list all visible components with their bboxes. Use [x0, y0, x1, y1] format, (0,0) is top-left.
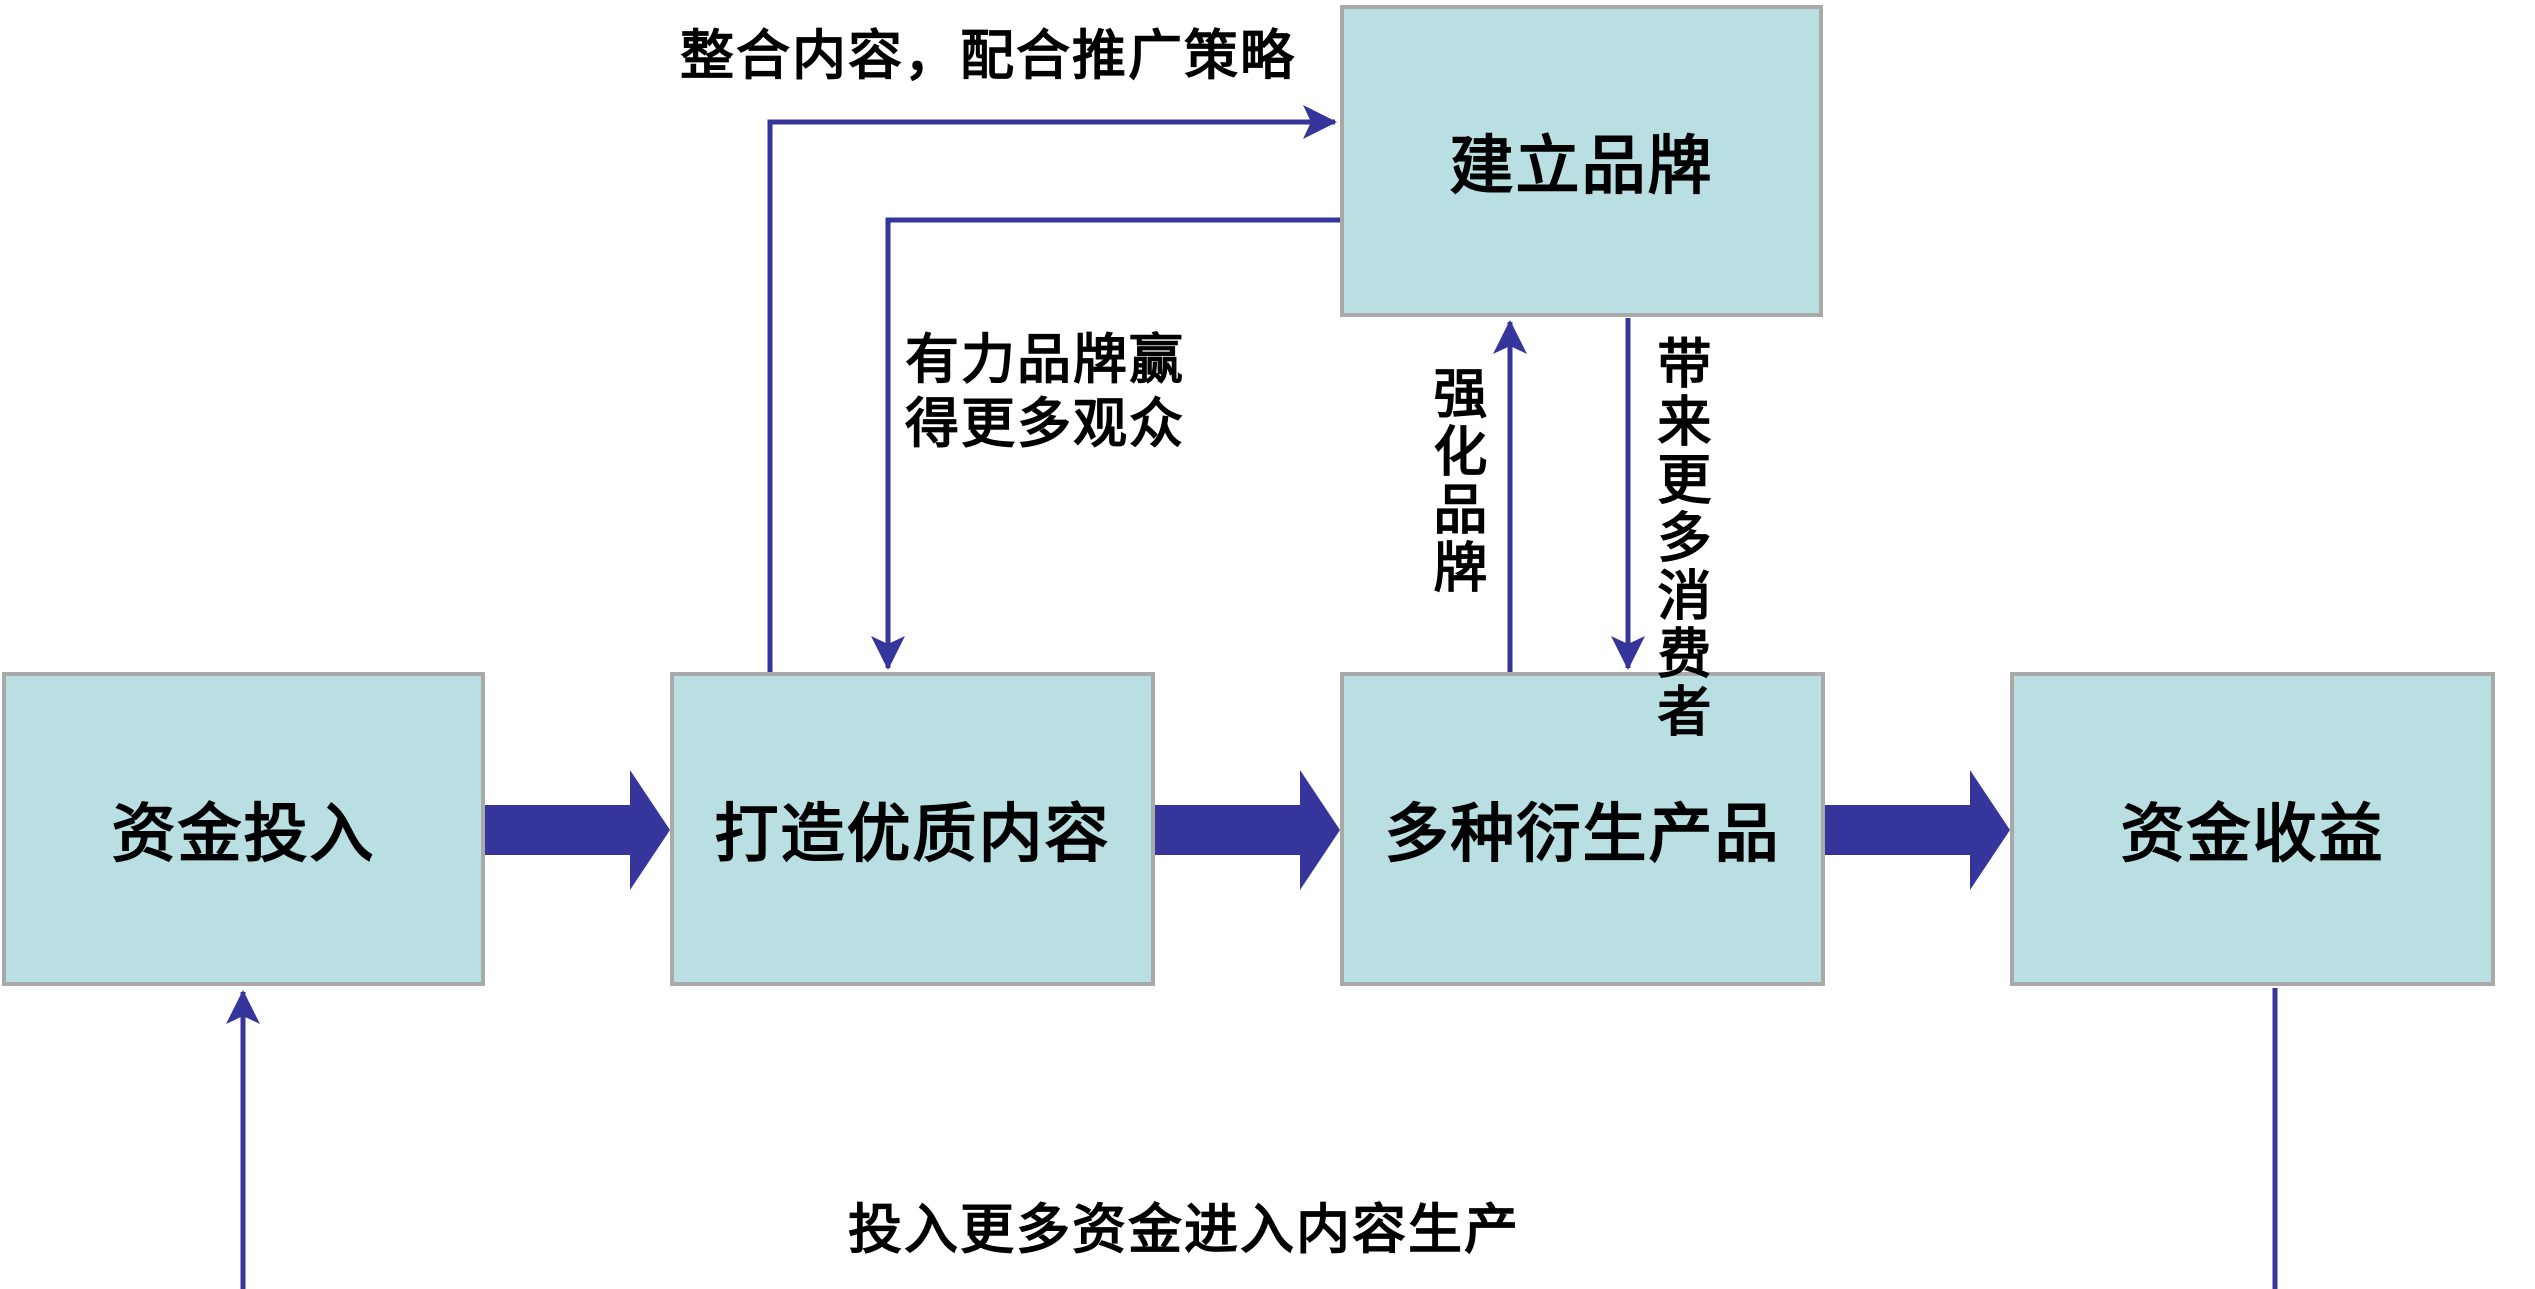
block-arrow-content-to-derivatives	[1155, 770, 1340, 890]
node-capital-input: 资金投入	[2, 672, 485, 986]
node-capital-return: 资金收益	[2010, 672, 2495, 986]
node-quality-content: 打造优质内容	[670, 672, 1155, 986]
arrow-return-to-input	[226, 988, 2278, 1289]
edge-label-strengthen-brand: 强化品牌	[1423, 365, 1487, 597]
edge-label-more-consumers: 带来更多消费者	[1647, 335, 1711, 741]
node-capital-input-label: 资金投入	[111, 798, 376, 872]
node-quality-content-label: 打造优质内容	[714, 798, 1111, 872]
edge-label-reinvest: 投入更多资金进入内容生产	[848, 1198, 1520, 1261]
block-arrow-input-to-content	[485, 770, 670, 890]
node-capital-return-label: 资金收益	[2120, 798, 2385, 872]
node-brand-label: 建立品牌	[1449, 130, 1714, 204]
node-derivatives: 多种衍生产品	[1340, 672, 1825, 986]
node-derivatives-label: 多种衍生产品	[1384, 798, 1781, 872]
block-arrow-derivatives-to-return	[1825, 770, 2010, 890]
arrow-brand-to-content	[871, 217, 1340, 670]
arrow-content-to-brand	[767, 105, 1337, 672]
edge-label-integrate-content: 整合内容，配合推广策略	[680, 24, 1296, 87]
node-brand: 建立品牌	[1340, 5, 1823, 317]
edge-label-strong-brand-audience: 有力品牌赢 得更多观众	[905, 328, 1185, 455]
